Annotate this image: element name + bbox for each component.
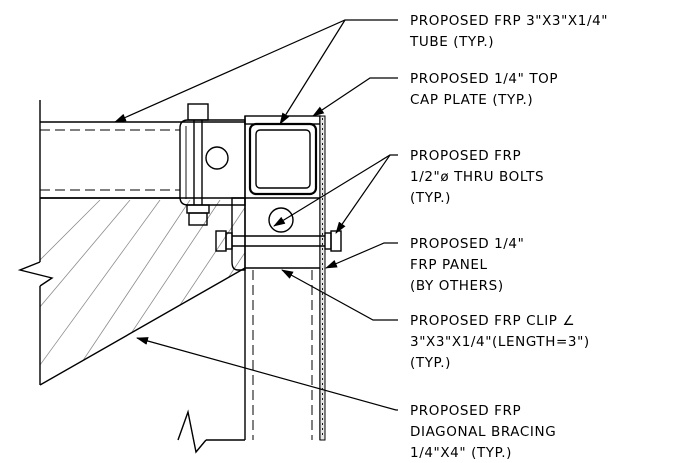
note-tube-line-2: TUBE (TYP.) <box>409 34 494 50</box>
lower-clip-angle <box>231 197 320 271</box>
note-bracing-line-3: 1/4"X4" (TYP.) <box>410 445 512 461</box>
note-clip-line-2: 3"X3"X1/4"(LENGTH=3") <box>410 334 590 350</box>
note-clip-line-3: (TYP.) <box>410 355 451 371</box>
upper-clip-angle <box>179 119 246 206</box>
vertical-bolt-top <box>186 103 210 226</box>
wall-outline <box>17 100 245 454</box>
note-tube-line-1: PROPOSED FRP 3"X3"X1/4" <box>410 13 608 29</box>
note-cap-plate-line-2: CAP PLATE (TYP.) <box>410 92 533 108</box>
note-panel-line-1: PROPOSED 1/4" <box>410 236 524 252</box>
frp-panel <box>319 115 326 441</box>
horizontal-tube <box>40 121 245 199</box>
note-bolts-line-3: (TYP.) <box>410 190 451 206</box>
tube-section <box>248 122 318 196</box>
note-panel-line-2: FRP PANEL <box>410 257 488 273</box>
note-bracing-line-1: PROPOSED FRP <box>410 403 521 419</box>
horizontal-bolt <box>215 230 342 252</box>
note-bracing-line-2: DIAGONAL BRACING <box>410 424 556 440</box>
note-panel-line-3: (BY OTHERS) <box>410 278 504 294</box>
note-clip-line-1: PROPOSED FRP CLIP ∠ <box>410 313 575 329</box>
note-bolts-line-2: 1/2"ø THRU BOLTS <box>410 169 544 185</box>
diagonal-bracing <box>39 197 246 386</box>
note-cap-plate-line-1: PROPOSED 1/4" TOP <box>410 71 558 87</box>
note-bolts-line-1: PROPOSED FRP <box>410 148 521 164</box>
leaders <box>114 19 398 411</box>
notes: PROPOSED FRP 3"X3"X1/4" TUBE (TYP.) PROP… <box>409 13 608 461</box>
